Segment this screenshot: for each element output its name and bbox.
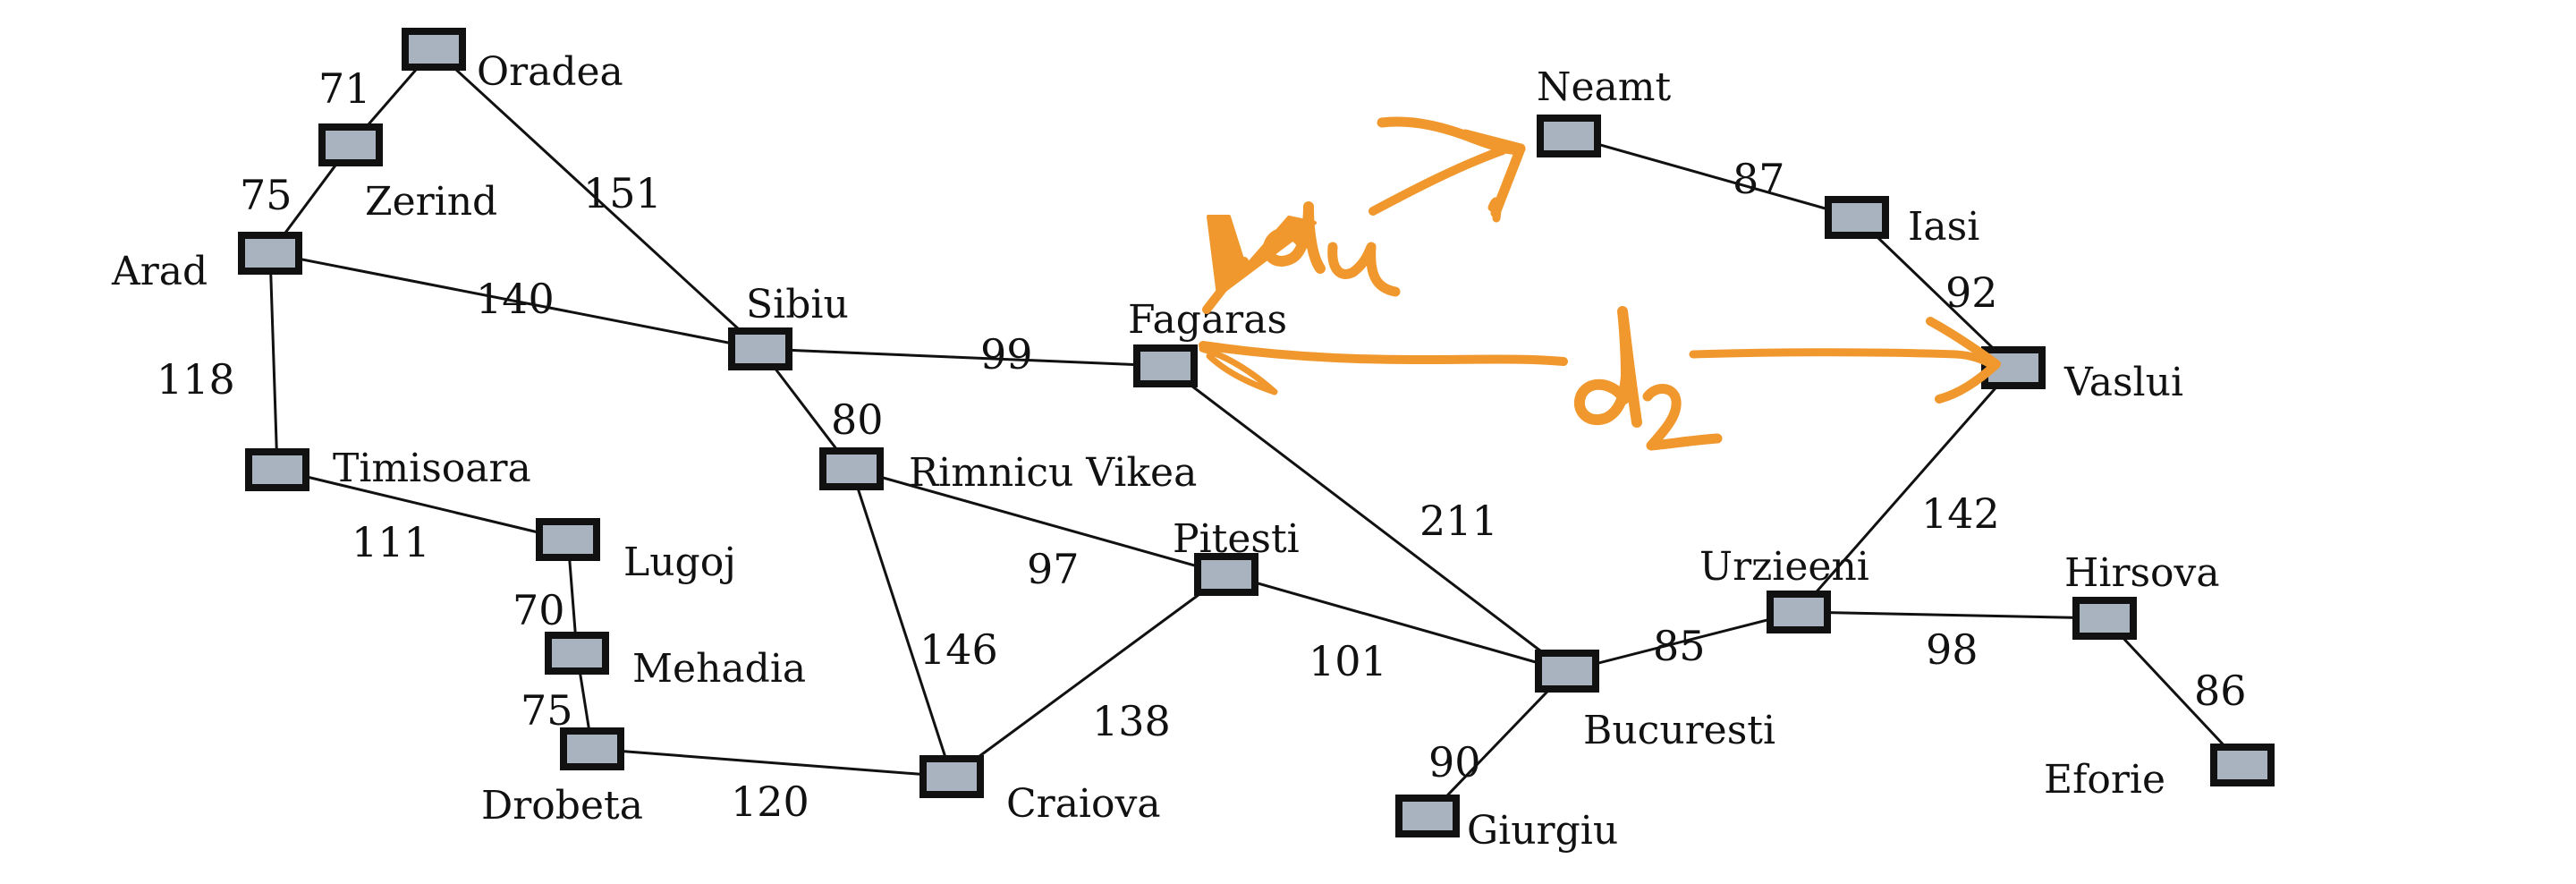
node-rimnicu bbox=[819, 447, 884, 490]
label-craiova: Craiova bbox=[1006, 781, 1161, 827]
node-vaslui bbox=[1981, 346, 2046, 389]
node-arad bbox=[238, 232, 302, 275]
label-hirsova: Hirsova bbox=[2064, 550, 2220, 596]
label-rimnicu: Rimnicu Vikea bbox=[909, 450, 1197, 496]
distance-timisoara-lugoj: 111 bbox=[352, 518, 430, 566]
node-neamt bbox=[1537, 115, 1601, 157]
distance-oradea-zerind: 71 bbox=[318, 64, 371, 113]
node-eforie bbox=[2210, 744, 2275, 786]
distance-bucuresti-urzieeni: 85 bbox=[1653, 622, 1706, 670]
node-urzieeni bbox=[1767, 591, 1831, 633]
node-oradea bbox=[402, 28, 466, 71]
edge-vaslui-iasi bbox=[1855, 216, 2015, 370]
distance-urzieeni-hirsova: 98 bbox=[1926, 625, 1979, 674]
edge-arad-sibiu bbox=[269, 251, 761, 351]
node-fagaras bbox=[1133, 344, 1198, 387]
edge-iasi-neamt bbox=[1568, 134, 1858, 219]
label-zerind: Zerind bbox=[365, 179, 497, 225]
label-bucuresti: Bucuresti bbox=[1583, 708, 1775, 753]
edge-fagaras-bucuresti bbox=[1165, 364, 1568, 673]
distance-bucuresti-giurgiu: 90 bbox=[1428, 738, 1481, 786]
node-giurgiu bbox=[1395, 795, 1460, 837]
distance-vaslui-iasi: 92 bbox=[1945, 268, 1998, 317]
edge-drobeta-craiova bbox=[591, 747, 953, 778]
d2-label bbox=[1574, 306, 1723, 451]
distance-mehadia-drobeta: 75 bbox=[521, 686, 573, 735]
node-pitesti bbox=[1194, 553, 1258, 596]
label-sibiu: Sibiu bbox=[746, 282, 849, 327]
label-neamt: Neamt bbox=[1537, 64, 1671, 110]
distance-lugoj-mehadia: 70 bbox=[513, 586, 565, 634]
distance-iasi-neamt: 87 bbox=[1733, 155, 1785, 203]
label-oradea: Oradea bbox=[477, 49, 623, 95]
label-timisoara: Timisoara bbox=[333, 446, 531, 491]
distance-sibiu-rimnicu: 80 bbox=[831, 395, 884, 444]
label-arad: Arad bbox=[111, 249, 208, 294]
label-iasi: Iasi bbox=[1908, 204, 1979, 250]
node-sibiu bbox=[728, 327, 792, 370]
distance-rimnicu-craiova: 146 bbox=[919, 625, 998, 674]
label-drobeta: Drobeta bbox=[481, 783, 643, 829]
edge-rimnicu-pitesti bbox=[851, 467, 1227, 576]
edge-rimnicu-craiova bbox=[850, 468, 953, 778]
node-zerind bbox=[318, 123, 383, 166]
road-edges bbox=[268, 47, 2244, 818]
node-mehadia bbox=[545, 632, 609, 675]
distance-oradea-sibiu: 151 bbox=[583, 169, 662, 217]
label-mehadia: Mehadia bbox=[632, 646, 806, 692]
node-lugoj bbox=[536, 518, 600, 561]
distance-arad-timisoara: 118 bbox=[157, 355, 235, 404]
distance-hirsova-eforie: 86 bbox=[2194, 667, 2247, 715]
edge-timisoara-lugoj bbox=[276, 468, 569, 541]
edge-hirsova-eforie bbox=[2103, 616, 2244, 767]
edge-sibiu-fagaras bbox=[759, 347, 1166, 368]
node-timisoara bbox=[245, 448, 309, 491]
label-pitesti: Pitesti bbox=[1173, 516, 1300, 562]
node-drobeta bbox=[560, 727, 624, 770]
d2-arrow bbox=[1199, 317, 2001, 404]
distance-urzieeni-vaslui: 142 bbox=[1921, 489, 2000, 538]
distance-drobeta-craiova: 120 bbox=[731, 778, 809, 826]
node-craiova bbox=[919, 755, 984, 798]
node-bucuresti bbox=[1535, 650, 1599, 693]
handwritten-annotations bbox=[1199, 116, 2001, 451]
distance-rimnicu-pitesti: 97 bbox=[1027, 545, 1080, 593]
label-urzieeni: Urzieeni bbox=[1699, 544, 1869, 590]
label-lugoj: Lugoj bbox=[623, 540, 736, 585]
edge-oradea-sibiu bbox=[432, 47, 762, 351]
distance-zerind-arad: 75 bbox=[240, 171, 292, 219]
edge-pitesti-bucuresti bbox=[1225, 573, 1568, 673]
edge-urzieeni-vaslui bbox=[1797, 367, 2015, 613]
edge-craiova-pitesti bbox=[951, 573, 1227, 778]
distance-craiova-pitesti: 138 bbox=[1092, 697, 1171, 745]
edge-bucuresti-urzieeni bbox=[1566, 610, 1800, 673]
node-iasi bbox=[1825, 196, 1889, 239]
distance-pitesti-bucuresti: 101 bbox=[1309, 637, 1387, 685]
distance-labels: 71 75 151 140 118 111 70 75 120 99 80 97… bbox=[157, 64, 2247, 826]
label-eforie: Eforie bbox=[2044, 757, 2165, 803]
distance-arad-sibiu: 140 bbox=[476, 275, 555, 323]
edge-bucuresti-giurgiu bbox=[1426, 669, 1569, 818]
label-vaslui: Vaslui bbox=[2063, 360, 2183, 405]
distance-sibiu-fagaras: 99 bbox=[980, 330, 1033, 378]
edge-urzieeni-hirsova bbox=[1798, 610, 2106, 620]
city-nodes bbox=[238, 28, 2275, 837]
node-hirsova bbox=[2072, 597, 2137, 640]
label-giurgiu: Giurgiu bbox=[1467, 808, 1618, 854]
edge-arad-timisoara bbox=[268, 252, 279, 471]
distance-fagaras-bucuresti: 211 bbox=[1419, 497, 1498, 545]
arrowhead-at-fagaras bbox=[1202, 215, 1317, 314]
d1-arrow bbox=[1368, 116, 1526, 223]
